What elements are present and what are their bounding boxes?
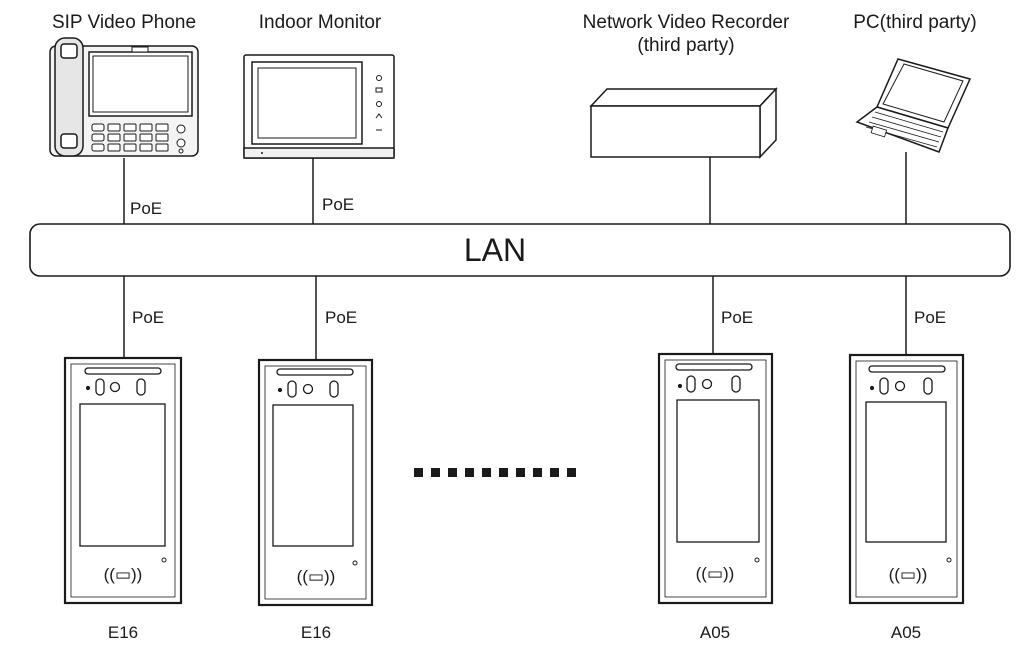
door-station-2: ((▭)) xyxy=(257,358,374,607)
pc-laptop-icon xyxy=(855,58,972,153)
nvr-label-line2: (third party) xyxy=(637,35,734,56)
door-station-1: ((▭)) xyxy=(63,356,183,605)
model-label-4: A05 xyxy=(891,623,921,642)
top-connectors xyxy=(123,152,907,224)
lan-label: LAN xyxy=(464,232,526,268)
poe-label-sip-phone: PoE xyxy=(130,199,162,218)
model-label-2: E16 xyxy=(301,623,331,642)
poe-label-device-1: PoE xyxy=(132,308,164,327)
more-devices-ellipsis xyxy=(414,468,576,477)
poe-label-device-2: PoE xyxy=(325,308,357,327)
model-label-1: E16 xyxy=(108,623,138,642)
poe-label-device-4: PoE xyxy=(914,308,946,327)
rfid-icon-2: ((▭)) xyxy=(297,567,336,586)
rfid-icon-1: ((▭)) xyxy=(104,565,143,584)
lan-bus xyxy=(29,223,1011,277)
poe-label-device-3: PoE xyxy=(721,308,753,327)
rfid-icon-4: ((▭)) xyxy=(889,565,928,584)
sip-video-phone-label: SIP Video Phone xyxy=(52,12,196,33)
nvr-label-line1: Network Video Recorder xyxy=(583,12,790,33)
poe-label-indoor-monitor: PoE xyxy=(322,195,354,214)
bottom-connectors xyxy=(123,276,907,360)
door-station-4: ((▭)) xyxy=(848,353,965,605)
door-station-3: ((▭)) xyxy=(657,352,774,605)
sip-video-phone-icon xyxy=(49,37,199,157)
model-label-3: A05 xyxy=(700,623,730,642)
indoor-monitor-icon xyxy=(243,54,395,159)
indoor-monitor-label: Indoor Monitor xyxy=(259,12,382,33)
nvr-icon xyxy=(589,87,778,159)
rfid-icon-3: ((▭)) xyxy=(696,564,735,583)
pc-label: PC(third party) xyxy=(853,12,977,33)
